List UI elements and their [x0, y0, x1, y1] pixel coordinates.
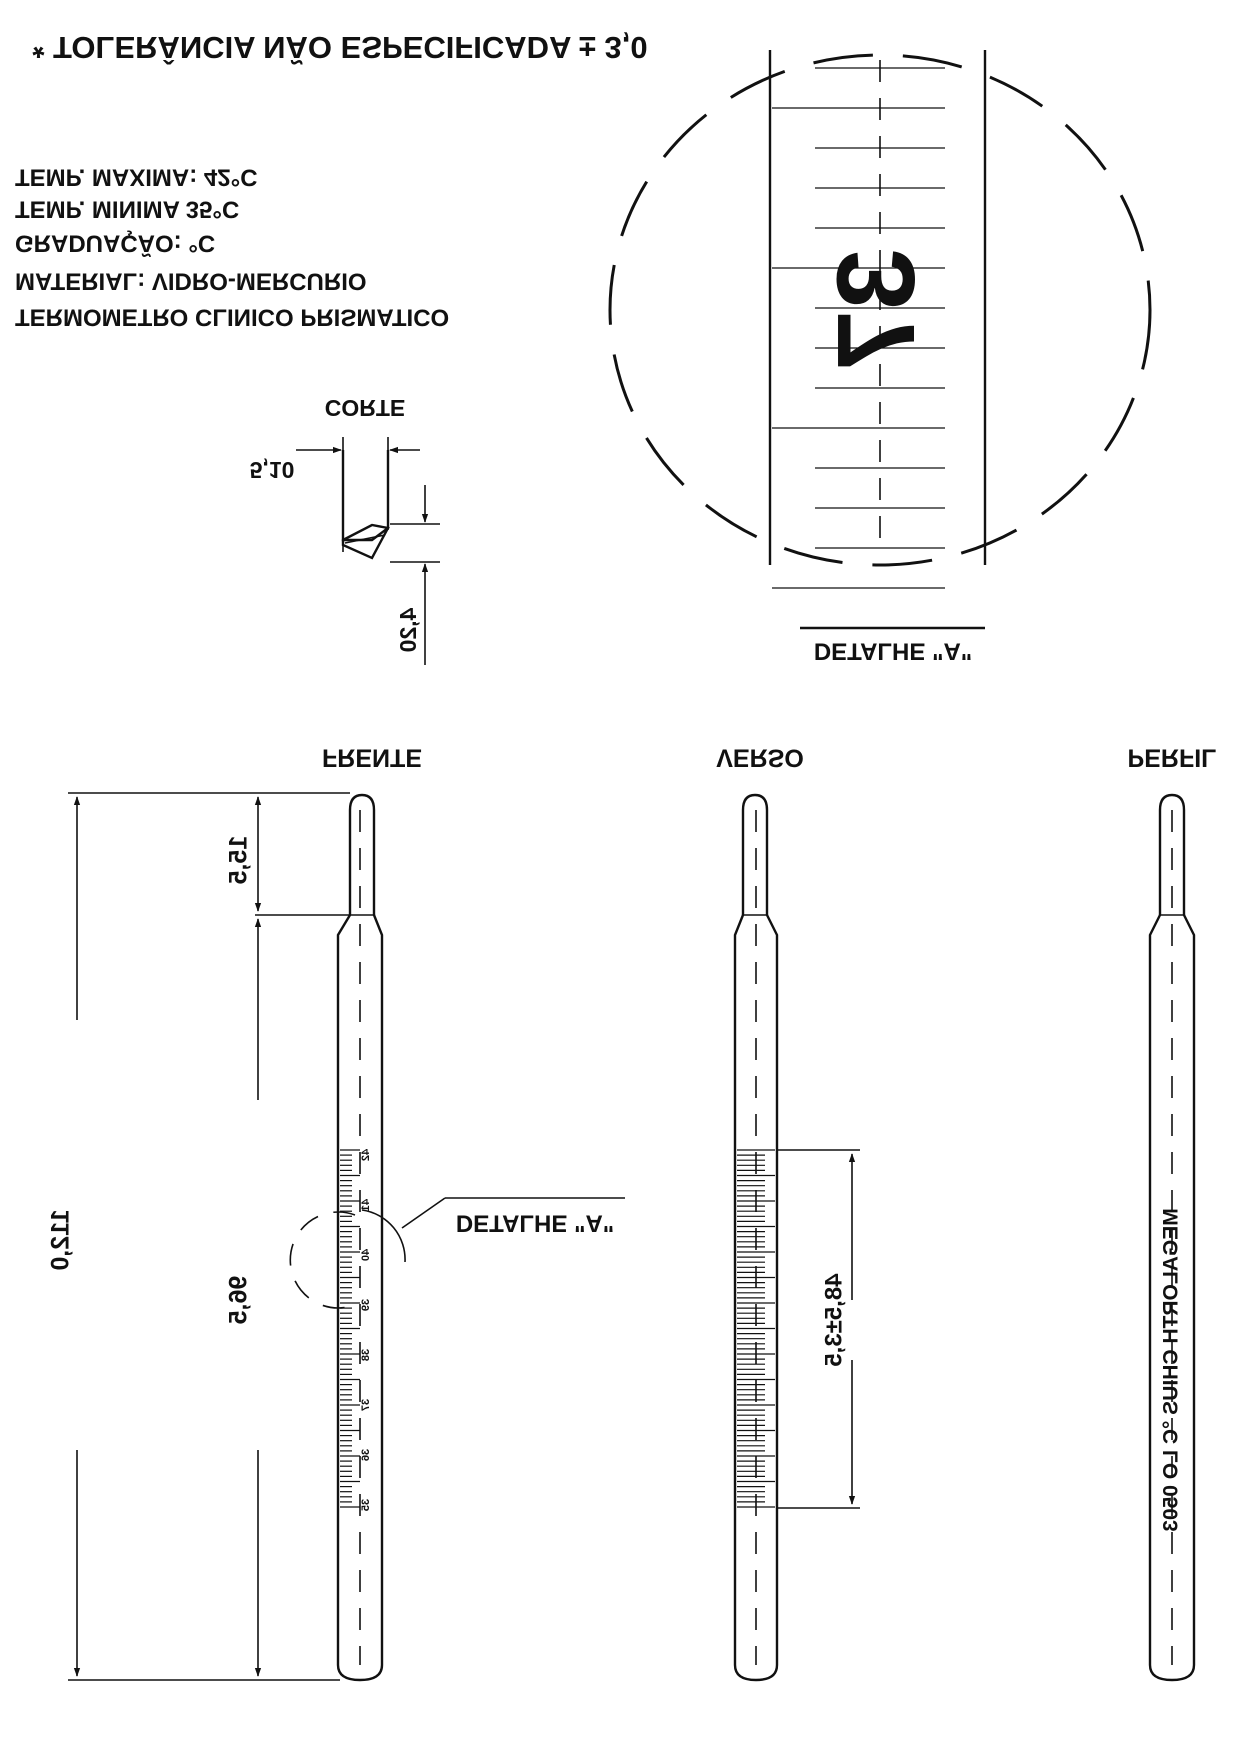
front-scale-number: 40 — [360, 1249, 372, 1261]
back-scale-ticks — [737, 1149, 775, 1508]
front-top-length-dim: 15,5 — [225, 836, 253, 885]
profile-inscription: MEGALORTH CHIUS °C LO 0503 — [1160, 1208, 1183, 1531]
section-title: CORTE — [325, 395, 406, 421]
front-scale-number: 36 — [360, 1449, 372, 1461]
notes-block: * TOLERÂNCIA NÃO ESPECIFICADA ± 3,0 TEMP… — [15, 30, 648, 331]
profile-view: MEGALORTH CHIUS °C LO 0503 — [1148, 793, 1196, 1682]
spec-product: TERMOMETRO CLINICO PRISMATICO — [15, 304, 449, 331]
spec-temp-min: TEMP. MINIMA 35°C — [15, 196, 239, 223]
profile-view-title: PERFIL — [1128, 743, 1217, 771]
section-view: CORTE 5,10 4,20 — [250, 395, 440, 665]
front-scale-number: 35 — [360, 1499, 372, 1511]
tolerance-note: * TOLERÂNCIA NÃO ESPECIFICADA ± 3,0 — [32, 30, 647, 66]
detail-a-view: 37 DETALHE "A" — [608, 50, 1152, 665]
detail-a-digits: 37 — [815, 249, 938, 371]
back-scale-length-dim: 48,5±3,5 — [820, 1273, 847, 1366]
back-view-title: VERSO — [716, 743, 804, 771]
front-total-length-dim: 112,0 — [47, 1209, 75, 1270]
spec-temp-max: TEMP. MAXIMA: 42°C — [15, 164, 258, 191]
front-view-title: FRENTE — [322, 743, 422, 771]
front-scale-ticks — [340, 1149, 360, 1508]
back-view: 48,5±3,5 — [733, 793, 860, 1682]
front-scale-number: 38 — [360, 1349, 372, 1361]
front-scale-number: 39 — [360, 1299, 372, 1311]
front-detail-callout: DETALHE "A" — [456, 1210, 614, 1237]
front-scale-number: 42 — [360, 1149, 372, 1161]
section-width-dim: 5,10 — [250, 457, 295, 483]
front-body-length-dim: 96,5 — [225, 1276, 253, 1325]
spec-material: MATERIAL: VIDRO-MERCURIO — [15, 268, 367, 295]
front-scale-number: 41 — [360, 1199, 372, 1211]
section-height-dim: 4,20 — [395, 608, 421, 653]
detail-a-caption: DETALHE "A" — [814, 638, 972, 665]
spec-graduation: GRADUAÇÃO: °C — [15, 230, 215, 258]
front-view: 35 36 37 38 39 40 41 42 112,0 15,5 96,5 DETALHE… — [47, 792, 625, 1682]
front-scale-numbers: 35 36 37 38 39 40 41 42 — [360, 1149, 372, 1511]
front-scale-number: 37 — [360, 1399, 372, 1411]
